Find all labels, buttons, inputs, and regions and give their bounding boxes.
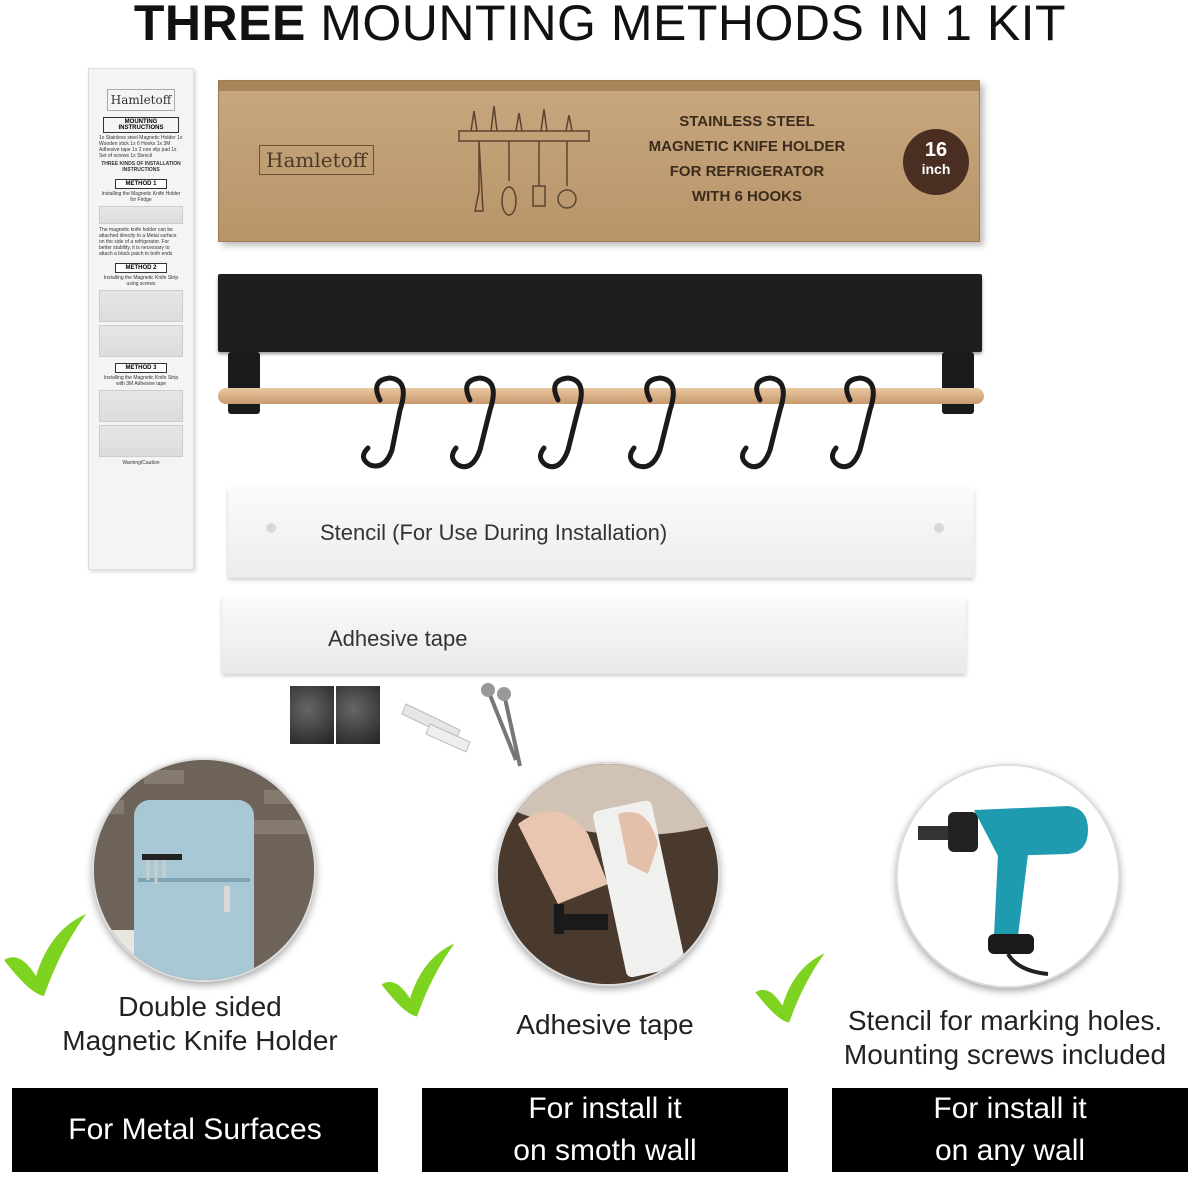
rail-bracket-right [942, 352, 974, 414]
sheet-method3: METHOD 3 [115, 363, 167, 373]
banner-metal-surfaces: For Metal Surfaces [12, 1088, 378, 1172]
stencil: Stencil (For Use During Installation) [228, 488, 974, 578]
fridge-photo [92, 758, 316, 982]
non-slip-pad-right [336, 686, 380, 744]
box-logo: Hamletoff [259, 145, 374, 175]
sheet-method2-title: Installing the Magnetic Knife Strip usin… [103, 275, 179, 287]
sheet-contents: 1x Stainless steel Magnetic Holder 1x Wo… [99, 135, 183, 159]
banner-smooth-wall: For install it on smoth wall [422, 1088, 788, 1172]
box-lid [219, 81, 979, 91]
knife-illustration [458, 105, 590, 216]
sheet-method1-text: The magnetic knife holder can be attache… [99, 227, 177, 257]
sheet-method1-title: Installing the Magnetic Knife Holder for… [101, 191, 181, 203]
size-number: 16 [924, 139, 948, 161]
banner-1-line-1: For Metal Surfaces [68, 1113, 322, 1146]
sheet-brand: Hamletoff [107, 89, 175, 111]
sheet-figure-2 [99, 290, 183, 322]
instruction-sheet: Hamletoff MOUNTING INSTRUCTIONS 1x Stain… [88, 68, 194, 570]
adhesive-tape-strip: Adhesive tape [222, 598, 966, 674]
banner-any-wall: For install it on any wall [832, 1088, 1188, 1172]
check-icon-2 [381, 943, 455, 1017]
hooks-icon [361, 375, 876, 470]
box-line-1: STAINLESS STEEL [679, 113, 815, 130]
screws-anchors-icon [401, 683, 522, 767]
check-icon-1 [4, 914, 86, 996]
adhesive-application-photo [496, 762, 720, 986]
banner-2-line-2: on smoth wall [513, 1134, 697, 1167]
drill-photo [896, 764, 1120, 988]
caption-method-2: Adhesive tape [460, 1008, 750, 1042]
sheet-figure-5 [99, 425, 183, 457]
sheet-figure-3 [99, 325, 183, 357]
sheet-method1: METHOD 1 [115, 179, 167, 189]
tape-label: Adhesive tape [328, 626, 468, 651]
box-line-3: FOR REFRIGERATOR [669, 163, 825, 180]
banner-3-line-2: on any wall [934, 1134, 1086, 1167]
sheet-figure-1 [99, 206, 183, 224]
caption-method-1: Double sided Magnetic Knife Holder [20, 990, 380, 1058]
check-icon-3 [755, 953, 825, 1023]
stencil-label: Stencil (For Use During Installation) [320, 520, 668, 545]
size-badge: 16 inch [903, 129, 969, 195]
page-title: THREE MOUNTING METHODS IN 1 KIT [0, 0, 1200, 48]
caption-3-line-1: Stencil for marking holes. [847, 1005, 1163, 1036]
sheet-kinds: THREE KINDS OF INSTALLATION INSTRUCTIONS [101, 161, 181, 173]
caption-2-line-1: Adhesive tape [516, 1009, 694, 1040]
caption-method-3: Stencil for marking holes. Mounting scre… [810, 1004, 1200, 1072]
non-slip-pad-left [290, 686, 334, 744]
sheet-warning: Warning/Caution [122, 460, 160, 466]
rail-bracket-left [228, 352, 260, 414]
caption-1-line-2: Magnetic Knife Holder [62, 1025, 338, 1056]
box-line-2: MAGNETIC KNIFE HOLDER [648, 138, 846, 155]
caption-3-line-2: Mounting screws included [843, 1039, 1167, 1070]
stencil-hole-right [934, 523, 944, 533]
product-box: Hamletoff STAINLESS STEEL MAGNETIC KNIFE… [218, 80, 980, 242]
box-line-4: WITH 6 HOOKS [691, 188, 802, 205]
wooden-rod [218, 388, 984, 404]
banner-3-line-1: For install it [933, 1092, 1087, 1125]
caption-1-line-1: Double sided [118, 991, 282, 1022]
magnetic-rail [218, 274, 982, 352]
sheet-figure-4 [99, 390, 183, 422]
sheet-method3-title: Installing the Magnetic Knife Strip with… [103, 375, 179, 387]
size-unit: inch [921, 161, 951, 177]
banner-2-line-1: For install it [528, 1092, 682, 1125]
stencil-hole-left [266, 523, 276, 533]
box-description: STAINLESS STEEL MAGNETIC KNIFE HOLDER FO… [617, 109, 877, 209]
title-bold: THREE [133, 0, 306, 51]
sheet-header: MOUNTING INSTRUCTIONS [103, 117, 179, 133]
sheet-method2: METHOD 2 [115, 263, 167, 273]
title-rest: MOUNTING METHODS IN 1 KIT [305, 0, 1067, 51]
